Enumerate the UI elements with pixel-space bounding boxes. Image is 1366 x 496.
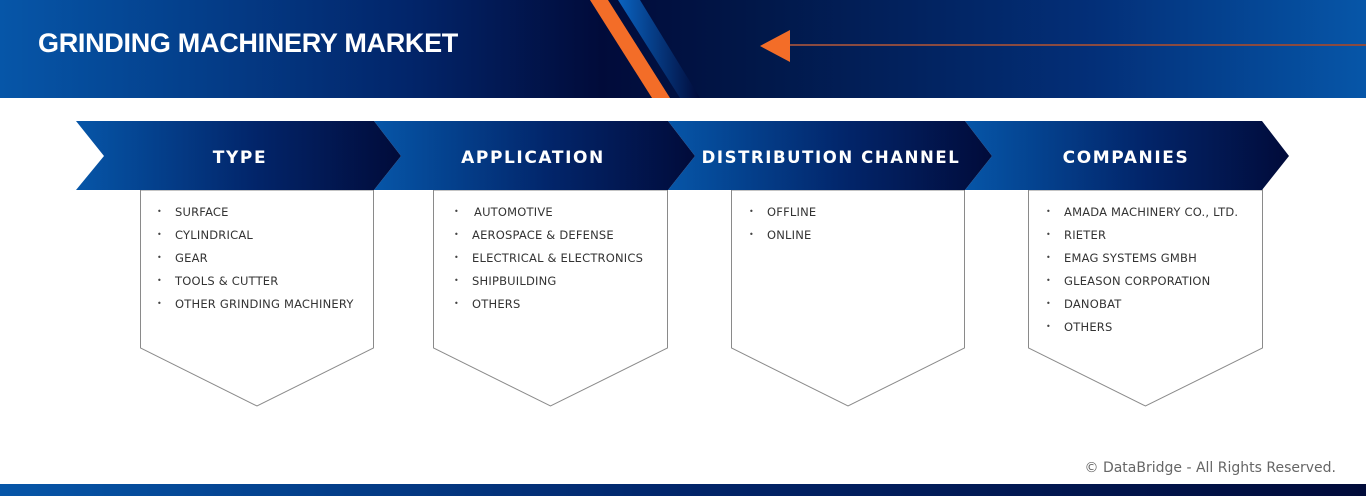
segment-label-type: TYPE bbox=[212, 148, 268, 168]
list-item: ELECTRICAL & ELECTRONICS bbox=[454, 250, 643, 273]
list-item: OTHERS bbox=[454, 296, 643, 319]
list-item: DANOBAT bbox=[1046, 296, 1238, 319]
page-title: GRINDING MACHINERY MARKET bbox=[38, 28, 459, 58]
list-item: SURFACE bbox=[157, 204, 354, 227]
type-list: SURFACE CYLINDRICAL GEAR TOOLS & CUTTER … bbox=[157, 204, 354, 319]
decorative-stripes bbox=[590, 0, 700, 98]
list-item: TOOLS & CUTTER bbox=[157, 273, 354, 296]
list-item: RIETER bbox=[1046, 227, 1238, 250]
segment-label-application: APPLICATION bbox=[461, 148, 605, 168]
list-item: AUTOMOTIVE bbox=[454, 204, 643, 227]
list-item: GLEASON CORPORATION bbox=[1046, 273, 1238, 296]
segment-label-distribution: DISTRIBUTION CHANNEL bbox=[701, 148, 961, 167]
copyright-text: © DataBridge - All Rights Reserved. bbox=[1084, 460, 1337, 476]
list-item: OTHER GRINDING MACHINERY bbox=[157, 296, 354, 319]
chevron-distribution bbox=[668, 121, 992, 190]
arrow-line bbox=[790, 44, 1366, 46]
list-item: OFFLINE bbox=[749, 204, 816, 227]
distribution-list: OFFLINE ONLINE bbox=[749, 204, 816, 250]
footer-bar bbox=[0, 484, 1366, 496]
list-item: EMAG SYSTEMS GMBH bbox=[1046, 250, 1238, 273]
list-item: AEROSPACE & DEFENSE bbox=[454, 227, 643, 250]
application-list: AUTOMOTIVE AEROSPACE & DEFENSE ELECTRICA… bbox=[454, 204, 643, 319]
companies-list: AMADA MACHINERY CO., LTD. RIETER EMAG SY… bbox=[1046, 204, 1238, 342]
list-item: CYLINDRICAL bbox=[157, 227, 354, 250]
list-item: OTHERS bbox=[1046, 319, 1238, 342]
arrow-left-icon bbox=[760, 30, 790, 62]
chevron-application bbox=[374, 121, 695, 190]
list-item: GEAR bbox=[157, 250, 354, 273]
list-item: ONLINE bbox=[749, 227, 816, 250]
segment-label-companies: COMPANIES bbox=[1062, 148, 1190, 168]
list-item: SHIPBUILDING bbox=[454, 273, 643, 296]
header-banner: GRINDING MACHINERY MARKET bbox=[0, 0, 1366, 98]
chevron-type bbox=[76, 121, 401, 190]
list-item: AMADA MACHINERY CO., LTD. bbox=[1046, 204, 1238, 227]
chevron-companies bbox=[965, 121, 1289, 190]
